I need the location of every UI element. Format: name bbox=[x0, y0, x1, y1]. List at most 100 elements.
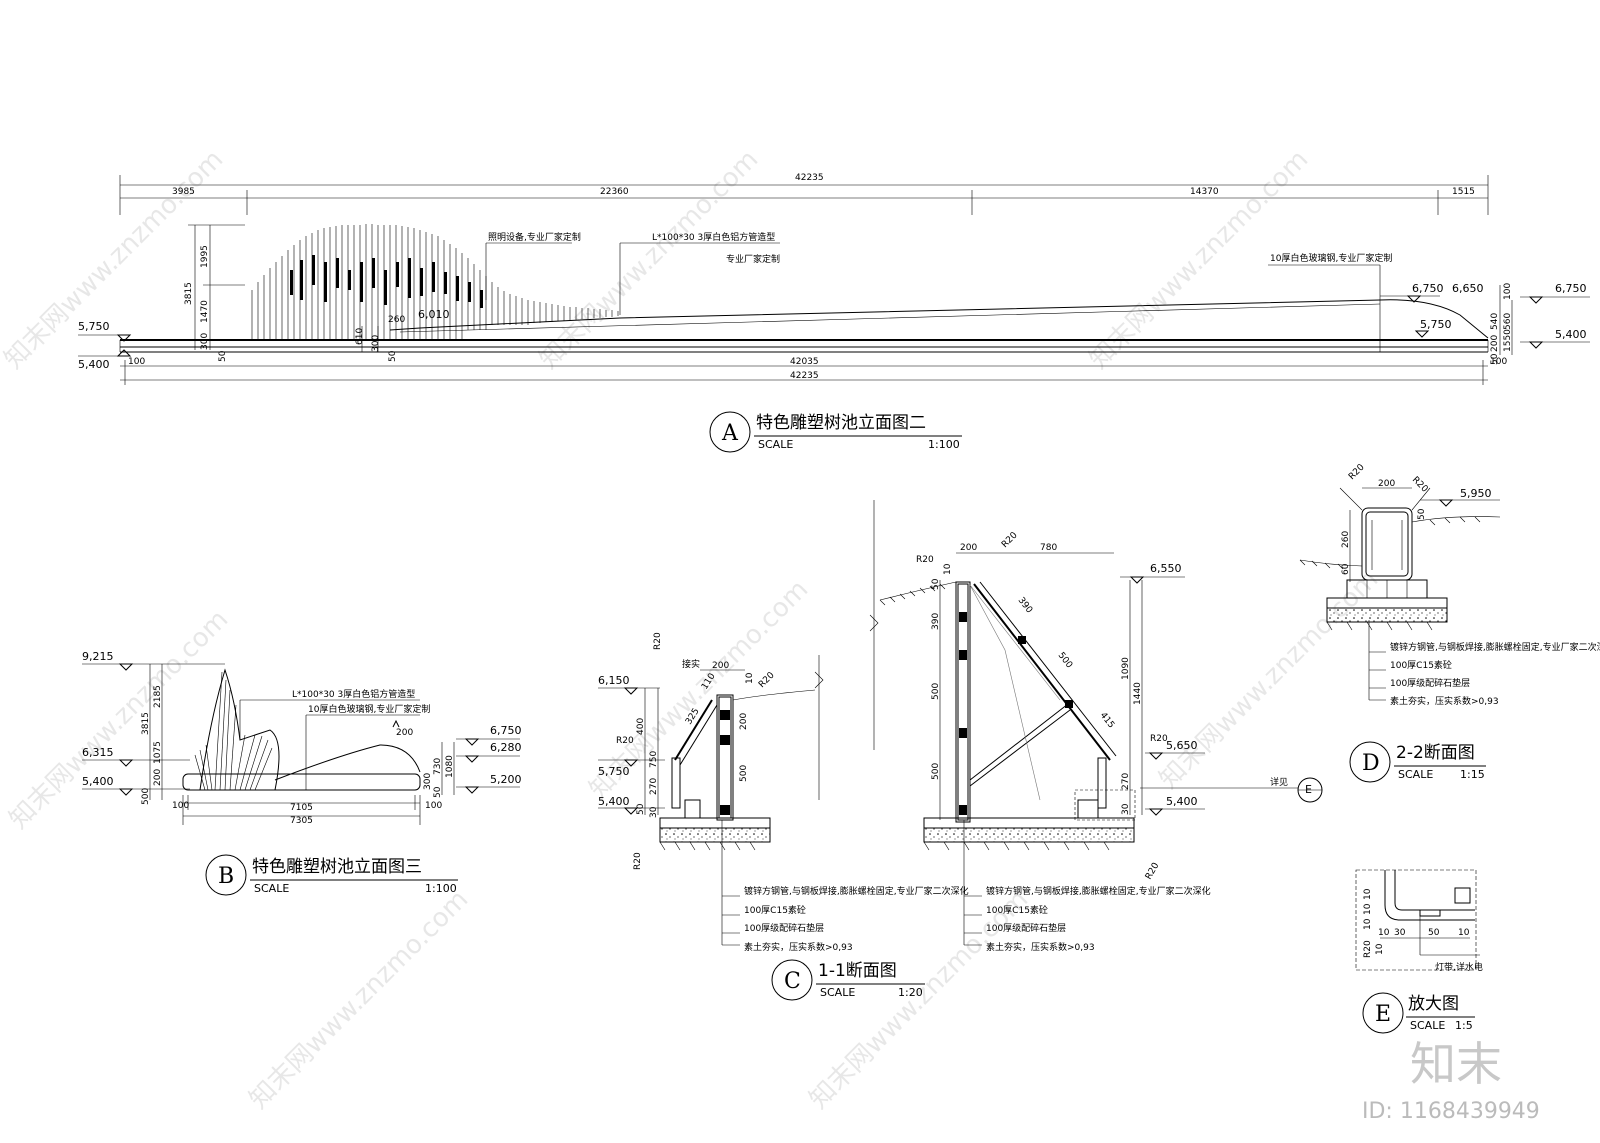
note-tube: L*100*30 3厚白色铝方管造型 bbox=[652, 231, 775, 243]
dim-r-270: 270 bbox=[1121, 773, 1131, 790]
elev-5750: 5,750 bbox=[598, 765, 630, 778]
r20-c: R20 bbox=[616, 736, 634, 746]
dim-500: 500 bbox=[141, 788, 151, 805]
elev-6550: 6,550 bbox=[1150, 562, 1182, 575]
title-a: 特色雕塑树池立面图二 bbox=[756, 413, 926, 433]
dim-7105: 7105 bbox=[290, 803, 313, 813]
dim-bottom-mid: 42035 bbox=[790, 357, 819, 367]
dim-50: 50 bbox=[636, 803, 646, 815]
dim-610: 610 bbox=[355, 328, 365, 345]
r20-d: R20 bbox=[633, 852, 643, 870]
dim-r-10: 10 bbox=[943, 563, 953, 575]
elev-5650: 5,650 bbox=[1166, 739, 1198, 752]
dim-r-30: 30 bbox=[1121, 803, 1131, 815]
elev-6750-b: 6,750 bbox=[1555, 282, 1587, 295]
section-c: 6,150 5,750 5,400 400 750 270 50 30 325 … bbox=[598, 500, 1323, 1001]
detail-ref: 详见 bbox=[1270, 776, 1288, 788]
detail-ref-letter: E bbox=[1305, 783, 1312, 796]
dim-200v: 200 bbox=[739, 713, 749, 730]
note-c-right-2: 100厚C15素砼 bbox=[986, 904, 1048, 916]
note-c-left-2: 100厚C15素砼 bbox=[744, 904, 806, 916]
dim-r-500a: 500 bbox=[931, 683, 941, 700]
sculpture-tubes bbox=[251, 224, 619, 340]
scale-label-d: SCALE bbox=[1398, 768, 1433, 781]
note-e: 灯带,详水电 bbox=[1435, 961, 1483, 973]
dim-left-100: 100 bbox=[128, 357, 145, 367]
note-b-tube: L*100*30 3厚白色铝方管造型 bbox=[292, 688, 415, 700]
dim-seg3: 14370 bbox=[1190, 187, 1219, 197]
dim-2185: 2185 bbox=[153, 685, 163, 708]
dim-seg2: 22360 bbox=[600, 187, 629, 197]
scale-label-c: SCALE bbox=[820, 986, 855, 999]
dim-e-10a: 10 bbox=[1363, 903, 1373, 915]
dim-1440: 1440 bbox=[1133, 682, 1143, 705]
elev-5750: 5,750 bbox=[78, 320, 110, 333]
note-c-right-1: 镀锌方钢管,与钢板焊接,膨胀螺栓固定,专业厂家二次深化 bbox=[986, 885, 1211, 897]
r20-a: R20 bbox=[653, 632, 663, 650]
dim-200r: 200 bbox=[396, 728, 413, 738]
dim-right-100: 100 bbox=[1490, 357, 1507, 367]
dim-10: 10 bbox=[745, 672, 755, 684]
label-b: B bbox=[218, 864, 234, 889]
dim-1090: 1090 bbox=[1121, 657, 1131, 680]
title-d: 2-2断面图 bbox=[1396, 743, 1475, 763]
dim-300: 300 bbox=[371, 335, 381, 352]
scale-e: 1:5 bbox=[1455, 1019, 1473, 1032]
brand-logo: 知末 bbox=[1410, 1037, 1502, 1091]
dim-730: 730 bbox=[433, 758, 443, 775]
dim-r-390: 390 bbox=[931, 613, 941, 630]
watermark-text: 知末网www.znzmo.com bbox=[244, 884, 475, 1115]
dim-390d: 390 bbox=[1016, 596, 1035, 616]
dim-30: 30 bbox=[649, 806, 659, 818]
elev-6750: 6,750 bbox=[490, 724, 522, 737]
elev-5400: 5,400 bbox=[598, 795, 630, 808]
dim-300: 300 bbox=[423, 773, 433, 790]
section-d: 200 R20 R20 5,950 50 260 60 镀锌方钢管,与钢板焊接,… bbox=[1299, 462, 1600, 783]
dim-d-200: 200 bbox=[1378, 479, 1395, 489]
dim-100: 100 bbox=[1503, 283, 1513, 300]
dim-r-50: 50 bbox=[931, 578, 941, 590]
dim-1080: 1080 bbox=[445, 755, 455, 778]
dim-3815: 3815 bbox=[141, 712, 151, 735]
elevation-a: 42235 3985 22360 14370 1515 bbox=[78, 173, 1590, 453]
note-d-3: 100厚级配碎石垫层 bbox=[1390, 677, 1470, 689]
scale-a: 1:100 bbox=[928, 438, 960, 451]
note-d-1: 镀锌方钢管,与钢板焊接,膨胀螺栓固定,专业厂家二次深化 bbox=[1390, 641, 1600, 653]
dim-bottom-overall: 42235 bbox=[790, 371, 819, 381]
r20-b: R20 bbox=[757, 670, 777, 690]
dim-500d: 500 bbox=[1056, 651, 1075, 671]
scale-label-b: SCALE bbox=[254, 882, 289, 895]
dim-200: 200 bbox=[153, 769, 163, 786]
note-lighting: 照明设备,专业厂家定制 bbox=[488, 231, 581, 243]
dim-415: 415 bbox=[1098, 711, 1116, 731]
dim-500: 500 bbox=[739, 765, 749, 782]
elev-5400: 5,400 bbox=[78, 358, 110, 371]
elev-r-5400: 5,400 bbox=[1166, 795, 1198, 808]
r20-ra: R20 bbox=[1000, 530, 1020, 550]
note-c-left-1: 镀锌方钢管,与钢板焊接,膨胀螺栓固定,专业厂家二次深化 bbox=[744, 885, 969, 897]
detail-e: 10 10 10 R20 10 10 30 50 10 灯带,详水电 E 放大图… bbox=[1355, 869, 1483, 1034]
dim-e-10d: 10 bbox=[1375, 943, 1385, 955]
dim-200: 200 bbox=[1490, 335, 1500, 352]
dim-780: 780 bbox=[1040, 543, 1057, 553]
elev-6280: 6,280 bbox=[490, 741, 522, 754]
note-c-right-3: 100厚级配碎石垫层 bbox=[986, 922, 1066, 934]
dim-overall-top: 42235 bbox=[795, 173, 824, 183]
watermark-text: 知末网www.znzmo.com bbox=[804, 884, 1035, 1115]
dim-e-10e: 10 bbox=[1378, 928, 1390, 938]
dim-left-base2: 50 bbox=[218, 350, 228, 362]
dim-50: 50 bbox=[433, 786, 443, 798]
elev-6010: 6,010 bbox=[418, 308, 450, 321]
label-e: E bbox=[1375, 1002, 1391, 1027]
title-b: 特色雕塑树池立面图三 bbox=[252, 857, 422, 877]
note-b-steel: 10厚白色玻璃钢,专业厂家定制 bbox=[308, 703, 430, 715]
dim-d-260: 260 bbox=[1341, 531, 1351, 548]
watermark-text: 知末网www.znzmo.com bbox=[4, 604, 235, 835]
elevation-b: 9,215 6,315 5,400 3815 2185 1075 200 500 bbox=[82, 650, 522, 896]
note-c-right-4: 素土夯实，压实系数>0,93 bbox=[986, 941, 1095, 953]
dim-e-10c: 10 bbox=[1363, 918, 1373, 930]
r20-d-a: R20 bbox=[1347, 462, 1367, 482]
r20-rc: R20 bbox=[1150, 734, 1168, 744]
scale-label-e: SCALE bbox=[1410, 1019, 1445, 1032]
